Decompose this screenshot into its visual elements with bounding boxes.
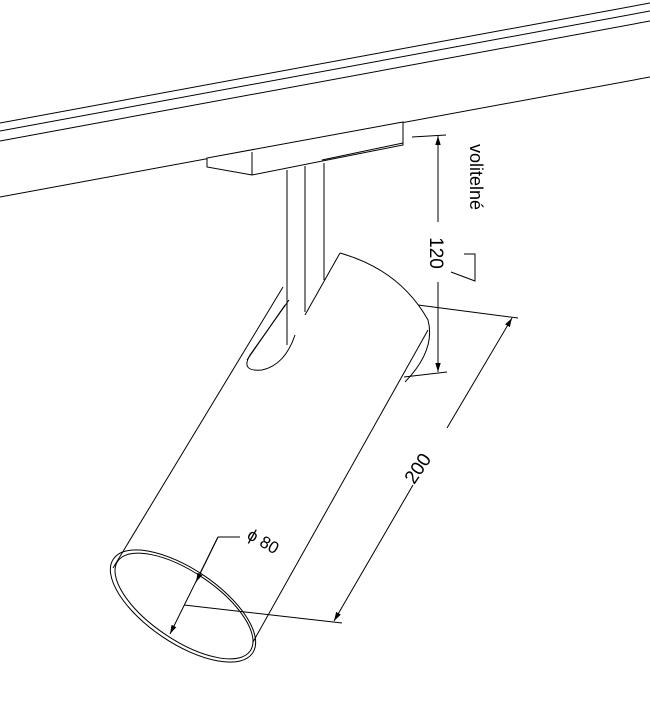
- cylinder-body: [112, 252, 431, 643]
- diameter-dimension-label: ϕ 80: [244, 525, 282, 558]
- track-adapter: [206, 121, 404, 176]
- stem: [286, 163, 325, 345]
- height-dimension-label: 120: [425, 237, 446, 269]
- length-dimension-label: 200: [401, 450, 436, 488]
- optional-note-label: volitelné: [466, 144, 486, 210]
- dimension-120: [403, 134, 448, 378]
- optional-note-leader: [450, 253, 476, 282]
- track-rail: [0, 2, 650, 198]
- dimension-200: [183, 304, 519, 624]
- dimension-diameter: [169, 536, 240, 635]
- cylinder-opening: [109, 549, 257, 663]
